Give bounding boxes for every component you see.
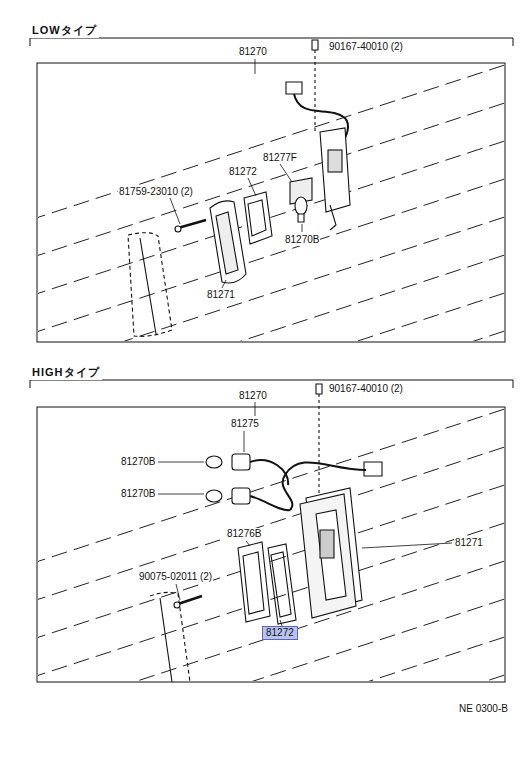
part-number: 81272: [262, 626, 298, 640]
part-number: 90167-40010 (2): [328, 383, 404, 395]
high-type-lamp: [150, 384, 382, 682]
part-number: 81271: [454, 537, 484, 549]
part-number: 81275: [230, 418, 260, 430]
part-number: 81759-23010 (2): [118, 186, 194, 198]
type-panel: HIGHタイプ: [30, 362, 102, 380]
panel-heading: HIGHタイプ: [30, 365, 102, 380]
part-number: 81270B: [120, 488, 156, 500]
part-number: 81277F: [262, 152, 298, 164]
part-number: 81272: [228, 166, 258, 178]
part-number: 81270: [238, 46, 268, 58]
part-number: 90167-40010 (2): [328, 41, 404, 53]
body-panel-lines: [38, 64, 504, 341]
type-panel: LOWタイプ: [30, 20, 99, 38]
part-number: 81276B: [226, 528, 262, 540]
body-panel-lines: [38, 408, 504, 681]
panel-heading: LOWタイプ: [30, 23, 99, 38]
part-number: 90075-02011 (2): [138, 571, 213, 583]
figure-code: NE 0300-B: [458, 703, 509, 715]
part-number: 81270B: [284, 234, 320, 246]
leader-lines: [158, 402, 452, 626]
leader-lines: [170, 59, 302, 288]
frames: [30, 38, 513, 682]
part-number: 81271: [206, 289, 236, 301]
part-number: 81270: [238, 390, 268, 402]
part-number: 81270B: [120, 456, 156, 468]
